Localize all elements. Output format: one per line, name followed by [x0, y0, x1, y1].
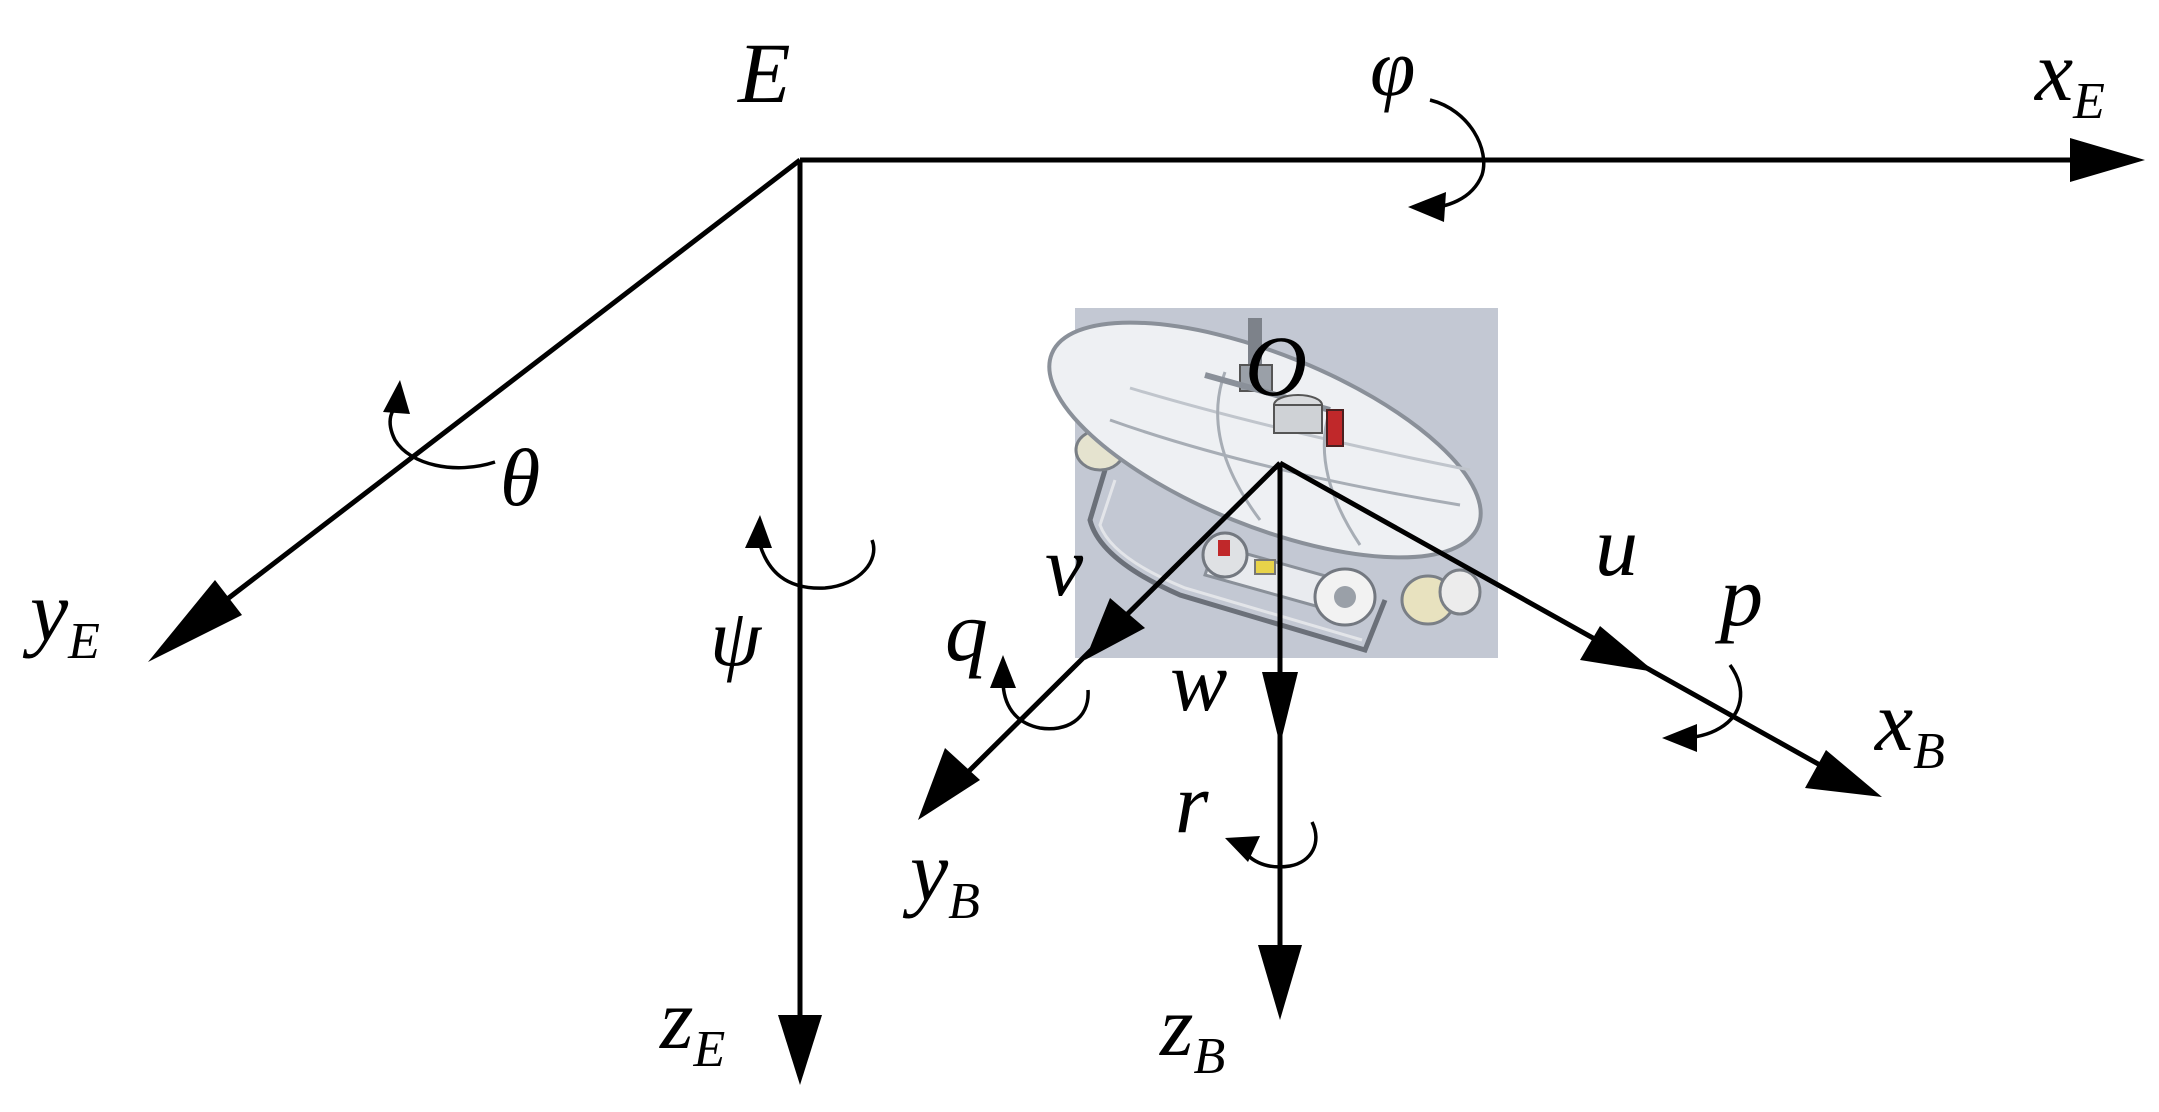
body-x-label: xB [1873, 673, 1945, 780]
phi-label: φ [1370, 22, 1415, 113]
earth-x-label: xE [2033, 23, 2105, 130]
q-label: q [945, 583, 988, 679]
psi-arrowhead [745, 515, 772, 548]
q-rotation-arrow [1001, 679, 1090, 731]
body-origin-label: O [1245, 318, 1307, 414]
earth-x-arrowhead [2070, 138, 2145, 182]
r-label: r [1175, 755, 1209, 851]
earth-y-label: yE [22, 563, 100, 670]
p-label: p [1714, 548, 1763, 644]
body-x-arrowhead [1805, 750, 1882, 797]
p-arrowhead [1662, 724, 1697, 752]
body-w-arrowhead [1262, 672, 1298, 745]
psi-rotation-arrow [758, 539, 876, 590]
earth-z-arrowhead [778, 1015, 822, 1085]
body-z-arrowhead [1258, 945, 1302, 1020]
w-label: w [1170, 633, 1227, 729]
earth-z-label: zE [659, 971, 725, 1078]
body-y-arrowhead [918, 748, 980, 820]
body-x-axis [1278, 460, 1822, 768]
earth-frame: E xE yE zE φ θ ψ [22, 22, 2145, 1085]
psi-label: ψ [710, 592, 763, 683]
earth-y-arrowhead [148, 580, 242, 662]
theta-label: θ [500, 432, 540, 523]
phi-arrowhead [1408, 192, 1446, 222]
q-arrowhead [990, 655, 1016, 688]
body-z-label: zB [1159, 978, 1225, 1085]
earth-origin-label: E [736, 25, 791, 121]
body-y-label: yB [902, 823, 980, 930]
theta-arrowhead [383, 380, 410, 414]
body-u-arrowhead [1580, 626, 1655, 672]
r-rotation-arrow [1238, 821, 1318, 869]
r-arrowhead [1225, 836, 1260, 862]
v-label: v [1045, 518, 1084, 614]
earth-y-axis [198, 158, 802, 622]
body-frame: O xB yB zB u v w p q r [902, 318, 1945, 1085]
u-label: u [1595, 498, 1638, 594]
body-v-arrowhead [1085, 598, 1145, 660]
phi-rotation-arrow [1424, 98, 1486, 210]
